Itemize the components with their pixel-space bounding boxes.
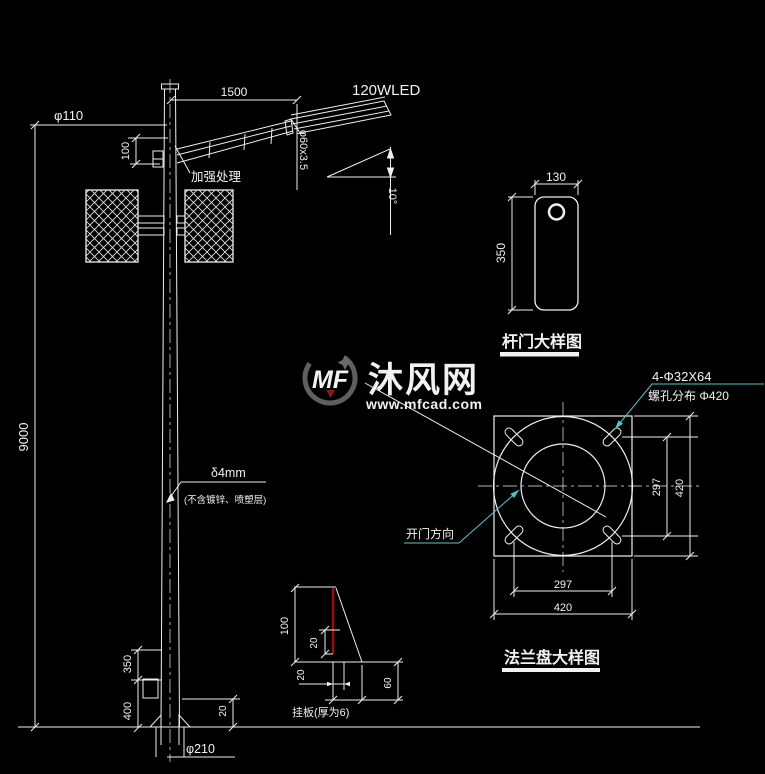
dim-420-bottom-text: 420 (554, 602, 572, 614)
arm-bracket (152, 150, 164, 168)
door-direction-label: 开门方向 (406, 526, 454, 541)
bolt-note-line1: 4-Φ32X64 (652, 369, 712, 384)
dim-1500-text: 1500 (221, 85, 248, 99)
bolt-note-line2: 螺孔分布 Φ420 (648, 389, 729, 403)
dim-1500 (166, 95, 302, 190)
plate-bevel-edge (335, 587, 363, 663)
angle-text: 10° (386, 188, 398, 205)
door-title-underline (500, 352, 579, 357)
phi110-label: φ110 (54, 108, 83, 123)
dim-350-400 (131, 645, 162, 733)
phi210-label: φ210 (186, 742, 215, 756)
main-elevation-view: φ110 1500 120WLED φ60x3.5 10° 加强处理 100 9… (16, 79, 700, 762)
door-direction-leader (404, 489, 520, 544)
door-view-title: 杆门大样图 (502, 332, 582, 351)
flange-detail-view: 4-Φ32X64 螺孔分布 Φ420 开门方向 297 420 297 420 … (364, 369, 764, 672)
reinforce-leader (174, 145, 191, 174)
door-plate-outline (534, 196, 579, 311)
dim-20-base (182, 694, 240, 732)
coating-note: (不含镀锌、喷塑层) (184, 494, 266, 506)
sign-panels (85, 189, 234, 263)
flange-right-dims (622, 411, 698, 561)
flange-bottom-dims (489, 542, 637, 620)
plate-dim-100-text: 100 (279, 617, 291, 635)
thickness-note-leader (166, 481, 266, 503)
bolt-note-leader (614, 383, 764, 430)
watermark-site-name: 沐风网 (368, 361, 479, 400)
dim-100 (128, 133, 168, 169)
plate-dim-20-tail-text: 20 (296, 669, 307, 681)
door-dim-350-text: 350 (494, 243, 508, 263)
ground-and-foundation (18, 713, 700, 758)
flange-view-title: 法兰盘大样图 (504, 648, 600, 667)
flange-title-underline (502, 668, 600, 672)
reinforce-label: 加强处理 (191, 170, 242, 184)
plate-dim-20-inner-text: 20 (309, 637, 320, 649)
arm-tube-spec-label: φ60x3.5 (297, 130, 309, 170)
plate-dim-60-text: 60 (383, 677, 394, 689)
door-lock-hole (547, 203, 566, 221)
dim-100-text: 100 (120, 142, 132, 160)
watermark: MF 沐风网 www.mfcad.com (302, 350, 482, 412)
dim-297-bottom-text: 297 (554, 579, 572, 591)
angle-detail (326, 147, 396, 235)
watermark-logo-text: MF (312, 366, 349, 394)
dim-9000-text: 9000 (16, 423, 31, 452)
plate-label: 挂板(厚为6) (292, 705, 349, 719)
watermark-star-icon (337, 355, 353, 370)
watermark-site-url: www.mfcad.com (365, 396, 482, 412)
sign-panel-left (85, 189, 139, 263)
hanging-plate-detail-view: 100 20 20 60 挂板(厚为6) (279, 583, 403, 719)
dim-297-right-text: 297 (651, 478, 663, 496)
dim-350-text: 350 (122, 655, 134, 673)
dim-400-text: 400 (122, 702, 134, 720)
dim-20-base-text: 20 (218, 705, 229, 717)
pole-section-circle (520, 443, 606, 529)
bolt-slots (504, 427, 622, 545)
led-wattage-label: 120WLED (352, 82, 421, 99)
dim-420-right-text: 420 (674, 479, 686, 497)
door-direction-line (364, 382, 607, 518)
dim-9000 (30, 120, 167, 732)
thickness-label: δ4mm (211, 466, 246, 480)
pole-door-detail-view: 130 350 杆门大样图 (494, 170, 583, 357)
hand-hole-door (142, 678, 159, 699)
watermark-red-triangle (326, 390, 335, 398)
sign-panel-right (184, 189, 234, 263)
pole (160, 79, 180, 762)
door-dim-130-text: 130 (546, 170, 566, 184)
bolt-circle (492, 415, 634, 557)
lamp-arm (176, 120, 294, 164)
